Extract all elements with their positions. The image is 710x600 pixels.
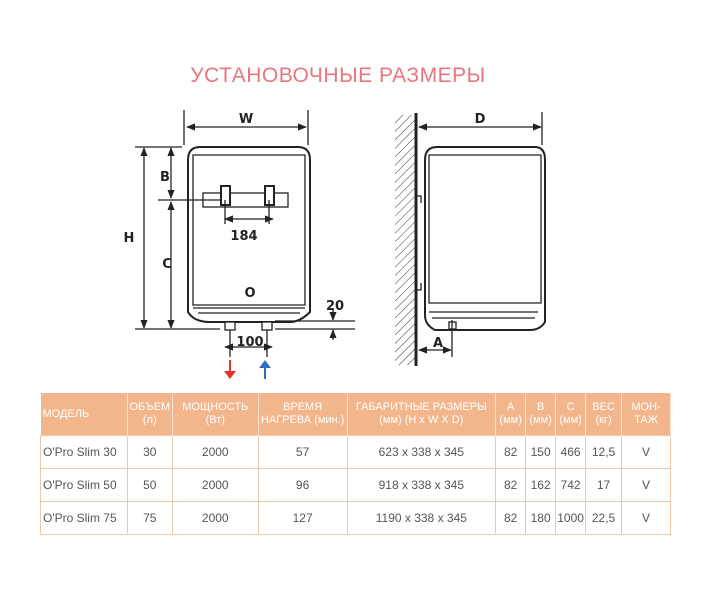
table-cell: 75 (126, 501, 173, 535)
table-cell: 2000 (171, 435, 259, 469)
column-header-line: ТАЖ (634, 414, 658, 426)
table-cell: 82 (495, 435, 527, 469)
column-header-line: ГАБАРИТНЫЕ РАЗМЕРЫ (355, 401, 487, 413)
label-c: C (162, 257, 172, 272)
table-cell: 82 (495, 468, 527, 502)
table-cell: 466 (555, 435, 587, 469)
table-cell: 2000 (171, 468, 259, 502)
indicator-icon: O (244, 286, 255, 301)
column-header-line: ОБЪЕМ (129, 401, 171, 413)
page-title: УСТАНОВОЧНЫЕ РАЗМЕРЫ (190, 64, 486, 87)
column-header: A(мм) (495, 393, 527, 436)
cold-water-inlet-arrow-icon (259, 360, 271, 379)
column-header: ГАБАРИТНЫЕ РАЗМЕРЫ(мм) (H x W X D) (347, 393, 497, 436)
column-header-line: (мм) (499, 414, 522, 426)
column-header-line: (л) (142, 414, 157, 426)
table-cell: 30 (126, 435, 173, 469)
column-header-line: МОДЕЛЬ (42, 407, 90, 420)
table-cell: 1190 x 338 x 345 (346, 501, 497, 535)
table-cell: 22,5 (585, 501, 623, 535)
table-cell: 918 x 338 x 345 (346, 468, 497, 502)
column-header-line: A (506, 401, 515, 413)
label-d: D (475, 112, 486, 127)
column-header: C(мм) (555, 393, 587, 436)
column-header-line: (мм) (H x W X D) (379, 414, 464, 426)
table-cell: 57 (257, 435, 348, 469)
label-h: H (124, 231, 135, 246)
tank-side (424, 146, 546, 331)
label-184: 184 (230, 229, 257, 244)
table-cell: 127 (257, 501, 348, 535)
column-header-line: B (536, 401, 545, 413)
table-cell: V (621, 501, 671, 535)
column-header: ВЕС(кг) (585, 393, 623, 436)
column-header: МОДЕЛЬ (40, 393, 128, 436)
label-b: B (160, 170, 170, 185)
table-cell: 150 (525, 435, 557, 469)
label-20: 20 (326, 299, 344, 314)
column-header: МОН-ТАЖ (621, 393, 671, 436)
column-header-line: (мм) (559, 414, 582, 426)
column-header-line: ВРЕМЯ (283, 401, 323, 413)
column-header-line: (Вт) (205, 414, 225, 426)
column-header-line: МОН- (631, 401, 661, 413)
table-cell: 82 (495, 501, 527, 535)
label-a: A (433, 336, 443, 351)
column-header-line: НАГРЕВА (мин.) (260, 414, 345, 426)
table-cell: V (621, 468, 671, 502)
label-w: W (239, 112, 253, 127)
tank-body (187, 146, 311, 323)
table-cell: 623 x 338 x 345 (346, 435, 497, 469)
table-cell: 2000 (171, 501, 259, 535)
side-view (395, 112, 546, 366)
column-header-line: (кг) (595, 414, 612, 426)
column-header-line: МОЩНОСТЬ (182, 401, 249, 413)
table-cell: 742 (555, 468, 587, 502)
table-cell: 1000 (555, 501, 587, 535)
table-cell: 17 (585, 468, 623, 502)
installation-diagram: W H B C 184 100 20 O D A (124, 110, 546, 379)
column-header-line: ВЕС (592, 401, 615, 413)
column-header-line: (мм) (529, 414, 552, 426)
front-view (135, 110, 355, 357)
column-header-line: C (566, 401, 575, 413)
column-header: B(мм) (525, 393, 557, 436)
table-cell: 96 (257, 468, 348, 502)
column-header: ОБЪЕМ(л) (127, 393, 173, 436)
hot-water-outlet-arrow-icon (224, 360, 236, 379)
column-header: МОЩНОСТЬ(Вт) (172, 393, 259, 436)
table-cell: O'Pro Slim 30 (40, 435, 128, 469)
table-cell: 162 (525, 468, 557, 502)
label-100: 100 (236, 335, 263, 350)
table-cell: O'Pro Slim 75 (40, 501, 128, 535)
table-cell: 50 (126, 468, 173, 502)
table-cell: O'Pro Slim 50 (40, 468, 128, 502)
table-cell: 180 (525, 501, 557, 535)
table-cell: 12,5 (585, 435, 623, 469)
table-cell: V (621, 435, 671, 469)
